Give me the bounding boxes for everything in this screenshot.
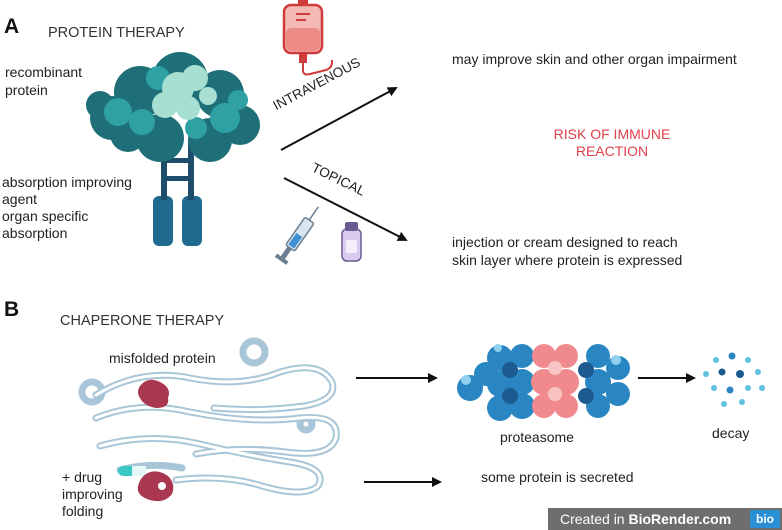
iv-bag-icon [282,0,333,76]
proteasome-icon [457,344,630,421]
watermark-brand: BioRender.com [628,511,732,527]
recombinant-protein-icon [86,52,260,246]
risk-label-line2: REACTION [575,143,649,159]
absorption-label-line1: absorption improving [2,174,132,190]
syringe-icon [274,206,320,265]
decay-particles-icon [703,352,765,407]
risk-label-line1: RISK OF IMMUNE [553,126,671,142]
proteasome-label: proteasome [500,429,574,445]
biorender-watermark: Created in BioRender.com bio [548,508,782,530]
chaperone-therapy-heading: CHAPERONE THERAPY [60,313,225,329]
decay-label: decay [712,425,750,441]
drug-capsule-icon [118,466,146,476]
protein-therapy-heading: PROTEIN THERAPY [48,25,185,41]
watermark-text: Created in BioRender.com [560,511,731,527]
topical-outcome-line1: injection or cream designed to reach [452,234,678,250]
folding-protein-icon [137,471,174,502]
misfolded-protein-icon [138,379,169,408]
absorption-label-line3: organ specific [2,208,89,224]
misfolded-protein-label: misfolded protein [109,350,216,366]
recombinant-label-line2: protein [5,82,48,98]
drug-label-line1: + drug [62,469,103,485]
cream-bottle-icon [341,222,362,262]
panel-a-letter: A [4,15,20,38]
topical-outcome-line2: skin layer where protein is expressed [452,252,683,268]
recombinant-label-line1: recombinant [5,64,83,80]
panel-b-letter: B [4,298,20,321]
intravenous-outcome-text: may improve skin and other organ impairm… [452,51,737,67]
watermark-created-in: Created in [560,511,629,527]
secreted-label: some protein is secreted [481,469,634,485]
absorption-label-line4: absorption [2,225,68,241]
absorption-label-line2: agent [2,191,38,207]
drug-label-line3: folding [62,503,104,519]
topical-arrow [283,177,408,241]
intravenous-arrow [280,87,398,151]
biorender-logo-icon: bio [750,510,780,528]
drug-label-line2: improving [62,486,123,502]
